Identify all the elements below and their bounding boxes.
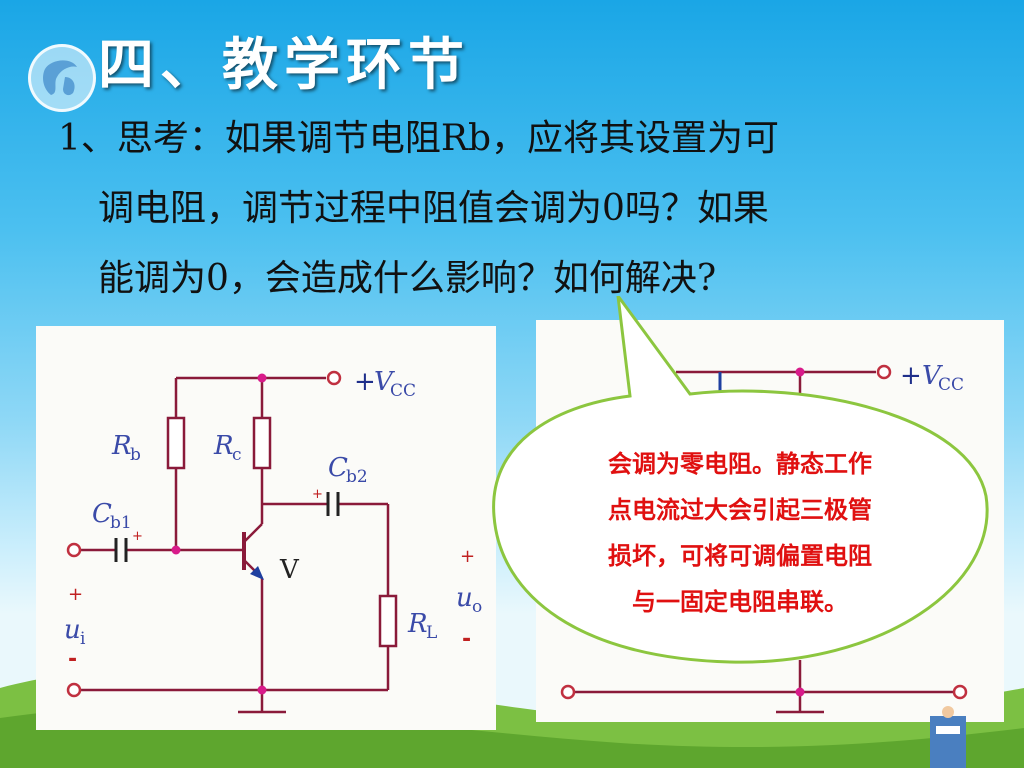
speech-bubble: 会调为零电阻。静态工作 点电流过大会引起三极管 损坏，可将可调偏置电阻 与一固定… [492, 296, 989, 664]
question-line-1: 1、思考：如果调节电阻Rb，应将其设置为可 [58, 118, 780, 159]
uo-subscript: o [472, 597, 482, 617]
vcc-terminal [326, 370, 342, 386]
decorative-figure-icon [930, 706, 966, 768]
logo-icon [28, 44, 96, 112]
rl-resistor [378, 594, 398, 648]
uo-plus-sign: + [460, 546, 475, 567]
cb2-label: C [328, 453, 348, 483]
cb1-label: C [92, 499, 112, 529]
rb-resistor [166, 416, 186, 470]
rl-subscript: L [426, 623, 437, 643]
cb2-plus-sign: + [312, 487, 323, 502]
ui-plus-sign: + [68, 584, 83, 605]
rc-subscript: c [232, 445, 242, 465]
input-terminal-bottom [66, 682, 82, 698]
ui-minus-sign: - [68, 647, 77, 672]
vcc-label: V [374, 367, 395, 397]
ui-label: u [64, 615, 81, 645]
rl-label: R [407, 609, 428, 639]
answer-line-1: 会调为零电阻。静态工作 [608, 450, 872, 478]
transistor-label: V [279, 555, 300, 585]
rc-resistor [252, 416, 272, 470]
node-top [257, 373, 267, 383]
emitter-arrow-icon [250, 566, 264, 580]
vcc-subscript-right: CC [938, 375, 964, 395]
vcc-subscript: CC [390, 381, 416, 401]
question-line-2: 调电阻，调节过程中阻值会调为0吗？如果 [98, 188, 769, 229]
circuit-left-svg: + V CC R b R c C b1 C b2 V R L u i u o +… [64, 367, 482, 714]
rb-label: R [111, 431, 132, 461]
rc-label: R [213, 431, 234, 461]
vcc-terminal-right [876, 364, 892, 380]
cb1-capacitor [114, 538, 128, 562]
ui-subscript: i [80, 629, 86, 649]
vcc-label-right: V [922, 361, 943, 391]
uo-minus-sign: - [462, 627, 471, 652]
uo-label: u [456, 583, 473, 613]
node-ground-right [795, 687, 805, 697]
node-base [171, 545, 181, 555]
cb2-subscript: b2 [346, 467, 368, 487]
answer-line-2: 点电流过大会引起三极管 [608, 496, 872, 524]
cb1-subscript: b1 [110, 513, 132, 533]
node-ground [257, 685, 267, 695]
input-terminal-top [66, 542, 82, 558]
circuit-right-svg: + V CC [560, 361, 968, 714]
answer-line-3: 损坏，可将可调偏置电阻 [608, 542, 872, 570]
page-title: 四、教学环节 [98, 32, 470, 98]
rb-subscript: b [130, 445, 141, 465]
input-terminal-bottom-right [560, 684, 576, 700]
question-line-3: 能调为0，会造成什么影响？如何解决? [98, 258, 717, 299]
circuit-diagram-left: + V CC R b R c C b1 C b2 V R L u i u o +… [36, 326, 496, 730]
node-top-right [795, 367, 805, 377]
cb1-plus-sign: + [132, 529, 143, 544]
vcc-plus-sign: + [354, 367, 376, 397]
answer-line-4: 与一固定电阻串联。 [632, 588, 848, 616]
vcc-plus-sign-right: + [900, 361, 922, 391]
cb2-capacitor [326, 492, 340, 516]
question-text: 1、思考：如果调节电阻Rb，应将其设置为可 调电阻，调节过程中阻值会调为0吗？如… [58, 104, 958, 314]
output-terminal-bottom-right [952, 684, 968, 700]
